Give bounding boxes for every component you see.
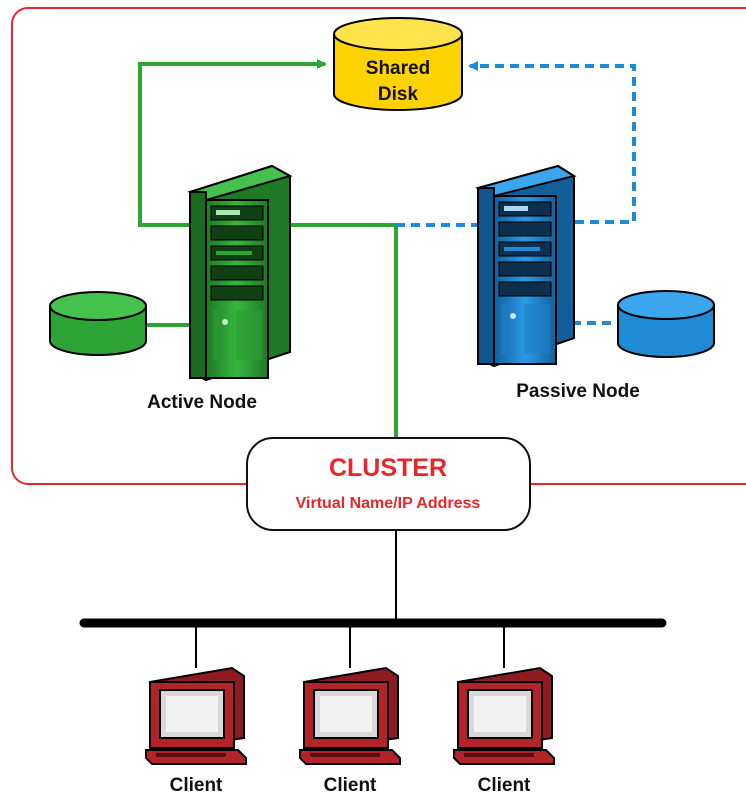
- shared-disk-label-line1: Shared: [366, 58, 430, 79]
- shared-disk-label-line2: Disk: [378, 84, 419, 105]
- client-2: Client: [299, 666, 401, 796]
- cluster-virtual-address: CLUSTER Virtual Name/IP Address: [246, 437, 531, 531]
- active-to-shared-disk-line: [138, 59, 327, 227]
- cluster-subtitle: Virtual Name/IP Address: [296, 495, 481, 512]
- passive-node-server: Passive Node: [475, 164, 640, 402]
- active-node-server: Active Node: [147, 164, 293, 413]
- database-cylinder-icon: [617, 290, 715, 358]
- passive-to-shared-disk-line: [468, 61, 636, 224]
- client-label-1: Client: [170, 775, 223, 796]
- database-cylinder-icon: [49, 291, 147, 356]
- active-node-label: Active Node: [147, 392, 257, 413]
- desktop-computer-icon: [453, 666, 555, 765]
- client-label-2: Client: [324, 775, 377, 796]
- database-cylinder-icon: [333, 17, 463, 111]
- shared-disk: Shared Disk: [333, 17, 463, 111]
- passive-local-disk: [617, 290, 715, 358]
- client-3: Client: [453, 666, 555, 796]
- server-tower-icon: [475, 164, 577, 368]
- desktop-computer-icon: [145, 666, 247, 765]
- active-local-disk: [49, 291, 147, 356]
- client-1: Client: [145, 666, 247, 796]
- passive-node-label: Passive Node: [516, 381, 640, 402]
- client-label-3: Client: [478, 775, 531, 796]
- server-tower-icon: [187, 164, 293, 382]
- desktop-computer-icon: [299, 666, 401, 765]
- passive-links: [396, 61, 636, 325]
- network: [79, 530, 667, 668]
- cluster-title: CLUSTER: [329, 454, 447, 482]
- active-to-cluster-line: [288, 223, 398, 438]
